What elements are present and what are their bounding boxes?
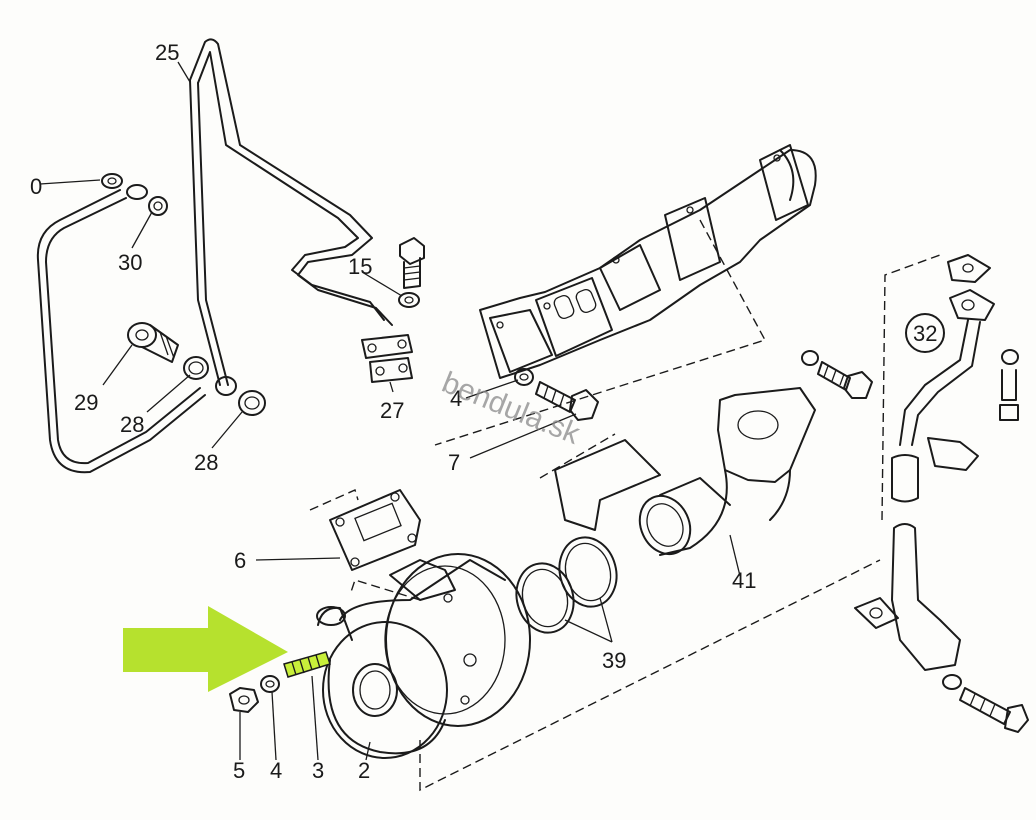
label-6: 6 [234, 548, 246, 573]
label-27: 27 [380, 398, 404, 423]
banjo-bolt-29 [127, 322, 266, 416]
callout-circle-32 [905, 313, 945, 353]
label-15: 15 [348, 254, 372, 279]
label-32: 32 [913, 321, 937, 346]
nut-5 [229, 687, 259, 713]
label-7: 7 [448, 450, 460, 475]
turbocharger-2 [316, 553, 881, 792]
manifold-bolt [514, 368, 599, 421]
flange-27 [361, 334, 413, 383]
stud-3-highlighted [283, 651, 331, 678]
label-4: 4 [270, 758, 282, 783]
coolant-pipe-group-32 [854, 254, 1029, 733]
fitting-30-group [39, 173, 168, 216]
label-2: 2 [358, 758, 370, 783]
washer-4 [260, 675, 280, 693]
label-41: 41 [732, 568, 756, 593]
label-25: 25 [155, 40, 179, 65]
bolt-top-right [801, 350, 873, 399]
label-5: 5 [233, 758, 245, 783]
label-4-top: 4 [450, 386, 462, 411]
highlight-arrow [123, 606, 288, 692]
label-0: 0 [30, 174, 42, 199]
leader-lines [102, 61, 741, 761]
bolt-15 [398, 237, 425, 308]
exhaust-manifold-7 [434, 144, 817, 446]
label-3: 3 [312, 758, 324, 783]
label-29: 29 [74, 390, 98, 415]
exhaust-elbow-41 [539, 387, 816, 556]
label-28-a: 28 [120, 412, 144, 437]
oil-return-pipe [36, 189, 206, 474]
part-labels: 25 0 30 29 28 28 15 27 4 7 32 6 41 39 5 … [30, 40, 945, 783]
label-30: 30 [118, 250, 142, 275]
gasket-6 [309, 489, 421, 571]
label-39: 39 [602, 648, 626, 673]
oil-pipe-25 [189, 38, 393, 386]
gaskets-39 [515, 536, 618, 643]
label-28-b: 28 [194, 450, 218, 475]
